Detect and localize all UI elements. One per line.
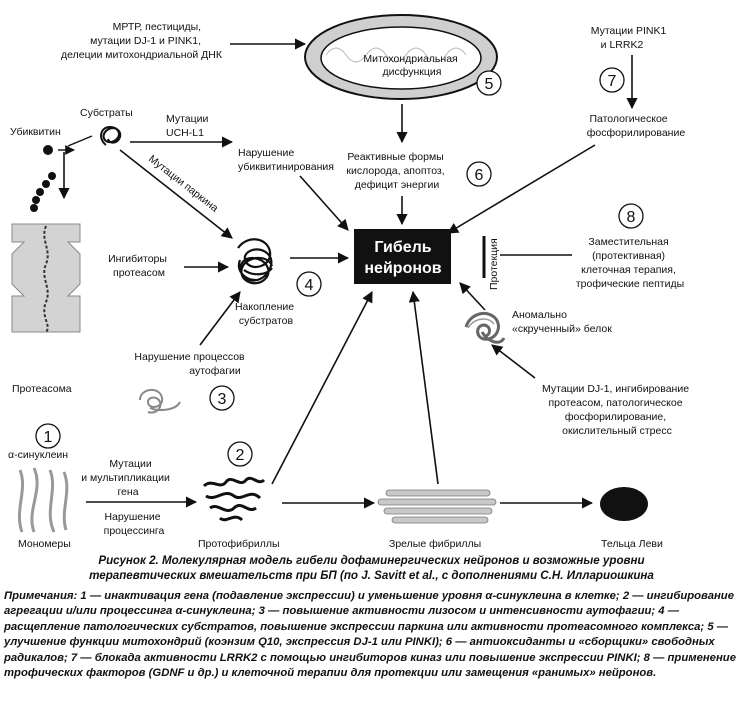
marker-6 <box>466 161 492 187</box>
ubiquitin-label: Убиквитин <box>10 126 61 138</box>
marker-1 <box>35 423 61 449</box>
marker-4-number: 4 <box>305 277 314 294</box>
lewy-bodies-label: Тельца Леви <box>601 538 663 550</box>
marker-5-number: 5 <box>485 76 494 93</box>
misfolded-label: Аномально «скрученный» белок <box>512 309 612 335</box>
substrate-coil-icon <box>100 125 122 146</box>
mutations-multiplication-label: Мутации и мультипликации гена <box>81 458 173 498</box>
patho-phos-label: Патологическое фосфорилирование <box>587 113 686 139</box>
mptp-label: МРТР, пестициды, мутации DJ-1 и PINK1, д… <box>61 21 223 61</box>
marker-8 <box>618 203 644 229</box>
arrow-fibrils-to-death <box>408 290 439 485</box>
protection-label: Протекция <box>488 238 500 290</box>
pd-pathogenesis-diagram: Митохондриальная дисфункция 5 МРТР, пест… <box>8 14 692 550</box>
pink-lrrk-label: Мутации PINK1 и LRRK2 <box>591 25 670 51</box>
inhibitors-label: Ингибиторы протеасом <box>108 253 170 279</box>
figure-caption: Рисунок 2. Молекулярная модель гибели до… <box>4 553 739 583</box>
arrow-dj1-to-misfolded <box>491 344 536 379</box>
caption-line-1: Рисунок 2. Молекулярная модель гибели до… <box>98 554 645 567</box>
substrate-aggregate-icon <box>237 238 274 285</box>
marker-1-number: 1 <box>44 429 53 446</box>
marker-4 <box>296 271 322 297</box>
marker-5 <box>476 70 502 96</box>
protofibrils-icon <box>202 476 266 522</box>
marker-7 <box>599 67 625 93</box>
arrow-misfolded-to-death <box>459 282 486 311</box>
ubiquitin-dot-icon <box>43 145 53 155</box>
marker-2 <box>227 441 253 467</box>
ub-disruption-label: Нарушение убиквитинирования <box>238 147 334 173</box>
arrow-ubdisruption-to-death <box>299 175 349 231</box>
lewy-body-icon <box>600 487 648 521</box>
neuron-death-label-2: нейронов <box>364 260 441 277</box>
mature-fibrils-label: Зрелые фибриллы <box>389 538 481 550</box>
neuron-death-box <box>354 229 451 284</box>
marker-6-number: 6 <box>475 167 484 184</box>
alpha-synuclein-label: α-синуклеин <box>8 449 68 461</box>
substitution-therapy-label: Заместительная (протективная) клеточная … <box>576 236 684 290</box>
proteasome-icon <box>11 223 81 333</box>
ros-label: Реактивные формы кислорода, апоптоз, деф… <box>346 151 447 191</box>
arrow-parkin <box>119 149 233 239</box>
arrow-phos-to-death <box>447 144 596 234</box>
polyubiquitin-chain-icon <box>30 172 56 212</box>
proteasome-label: Протеасома <box>12 383 72 395</box>
substrates-label: Субстраты <box>80 107 133 119</box>
autophagy-label: Нарушение процессов аутофагии <box>134 351 247 377</box>
monomers-icon <box>17 467 69 533</box>
figure-notes: Примечания: 1 — инактивация гена (подавл… <box>4 590 736 680</box>
marker-3 <box>209 385 235 411</box>
marker-2-number: 2 <box>236 447 245 464</box>
mature-fibrils-icon <box>377 489 497 524</box>
arrow-autophagy <box>199 291 241 346</box>
parkin-label: Мутации паркина <box>146 153 220 215</box>
processing-label: Нарушение процессинга <box>104 511 165 537</box>
protofibrils-label: Протофибриллы <box>198 538 280 550</box>
uchl1-label: Мутации UCH-L1 <box>166 113 211 139</box>
neuron-death-label-1: Гибель <box>374 239 431 256</box>
dj1-label: Мутации DJ-1, ингибирование протеасом, п… <box>542 383 692 437</box>
marker-3-number: 3 <box>218 391 227 408</box>
marker-7-number: 7 <box>608 73 617 90</box>
mito-dysfunction-label: Митохондриальная дисфункция <box>363 53 460 78</box>
misfolded-protein-icon <box>464 311 506 344</box>
line-substrate-ubiquitin <box>67 135 93 147</box>
arrow-protofibrils-to-death <box>271 291 373 485</box>
caption-line-2: терапевтических вмешательств при БП (по … <box>89 569 654 582</box>
autophagy-coil-icon <box>139 389 181 414</box>
mitochondrion-icon <box>304 14 498 100</box>
monomers-label: Мономеры <box>18 538 71 550</box>
accumulation-label: Накопление субстратов <box>235 301 297 327</box>
marker-8-number: 8 <box>627 209 636 226</box>
